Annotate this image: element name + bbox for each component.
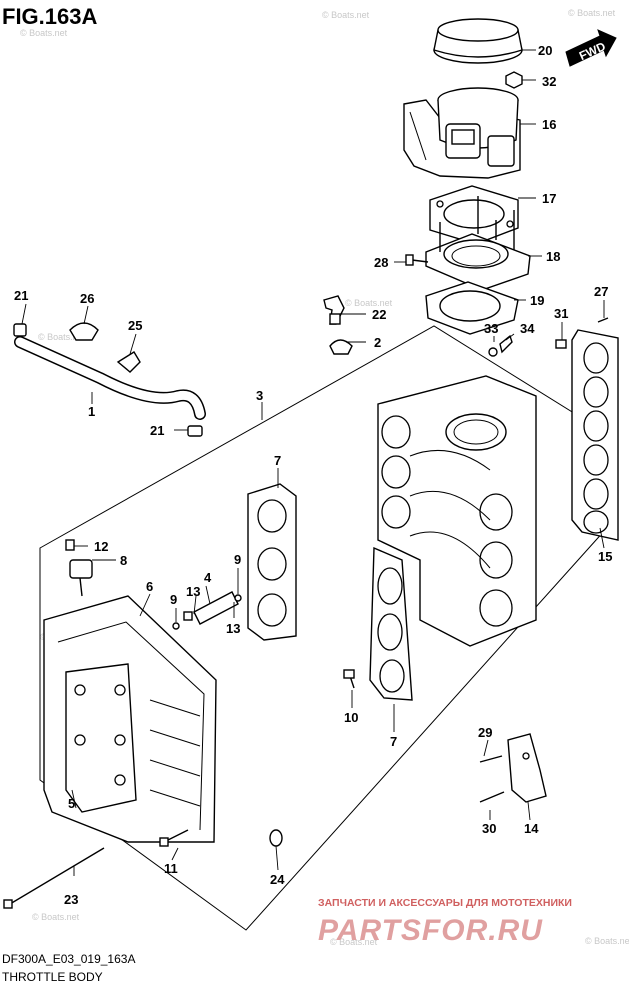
part-gasket-strip: [247, 483, 297, 641]
callout-22: 22: [372, 307, 386, 322]
leader-lines: [21, 49, 605, 876]
part-adapter: [425, 196, 531, 291]
part-bracket-small: [116, 351, 141, 373]
part-pin: [555, 339, 567, 349]
callout-5: 5: [68, 796, 75, 811]
callout-9: 9: [234, 552, 241, 567]
watermark-boats: © Boats.net: [20, 28, 68, 38]
callout-7: 7: [274, 453, 281, 468]
callout-15: 15: [598, 549, 612, 564]
fwd-label: FWD: [577, 39, 608, 63]
part-bolt: [405, 254, 429, 266]
part-gasket-lower: [425, 281, 519, 335]
promo-watermark: ЗАПЧАСТИ И АКСЕССУАРЫ ДЛЯ МОТОТЕХНИКИ: [318, 897, 572, 909]
part-o-ring: [172, 622, 180, 630]
part-clip: [499, 334, 513, 354]
part-bracket: [507, 733, 547, 803]
watermark-boats: © Boats.net: [322, 10, 370, 20]
callout-21: 21: [14, 288, 28, 303]
watermark-boats: © Boats.net: [345, 298, 393, 308]
callout-16: 16: [542, 117, 556, 132]
callout-9: 9: [170, 592, 177, 607]
callout-30: 30: [482, 821, 496, 836]
callout-7: 7: [390, 734, 397, 749]
part-holder: [69, 322, 99, 341]
callout-4: 4: [204, 570, 212, 585]
callout-20: 20: [538, 43, 552, 58]
callout-11: 11: [164, 861, 178, 876]
callout-6: 6: [146, 579, 153, 594]
part-bolt: [479, 755, 503, 763]
part-screw: [65, 539, 75, 551]
callout-12: 12: [94, 539, 108, 554]
callout-2: 2: [374, 335, 381, 350]
part-clamp: [13, 323, 27, 337]
part-washer: [488, 347, 498, 357]
callout-14: 14: [524, 821, 539, 836]
watermark-boats: © Boats.net: [330, 937, 378, 947]
diagram-code: DF300A_E03_019_163A: [2, 952, 135, 966]
watermark-boats: © Boats.net: [585, 936, 629, 946]
part-pipe: [193, 591, 239, 625]
part-intake-gasket: [571, 329, 619, 541]
part-collar: [183, 611, 193, 621]
watermark-boats: © Boats.net: [32, 912, 80, 922]
callout-labels: 20 32 16 17 18 19 28 22 2 33 34 27 31 15…: [14, 43, 612, 907]
part-gasket-strip: [369, 546, 413, 701]
callout-1: 1: [88, 404, 95, 419]
callout-17: 17: [542, 191, 556, 206]
brand-watermark: PARTSFOR.RU: [318, 914, 543, 947]
part-bolt: [159, 829, 189, 847]
part-cap: [329, 339, 353, 355]
part-plug: [269, 829, 283, 847]
figure-title: FIG.163A: [2, 4, 97, 29]
callout-3: 3: [256, 388, 263, 403]
callout-33: 33: [484, 321, 498, 336]
diagram-caption: THROTTLE BODY: [2, 970, 103, 984]
watermark-boats: © Boats.net: [38, 332, 86, 342]
part-stud: [597, 317, 609, 323]
part-clamp: [187, 425, 203, 437]
part-nut: [505, 71, 523, 89]
callout-19: 19: [530, 293, 544, 308]
fwd-arrow-icon: FWD: [565, 29, 617, 67]
part-fitting: [323, 295, 345, 325]
part-duct-ring: [433, 18, 523, 64]
callout-31: 31: [554, 306, 568, 321]
callout-25: 25: [128, 318, 142, 333]
part-bolt: [479, 791, 505, 803]
callout-18: 18: [546, 249, 560, 264]
part-throttle-body: [403, 87, 521, 179]
callout-27: 27: [594, 284, 608, 299]
part-rod: [9, 847, 105, 905]
callout-8: 8: [120, 553, 127, 568]
callout-24: 24: [270, 872, 285, 887]
callout-26: 26: [80, 291, 94, 306]
part-sensor: [69, 559, 93, 597]
part-rod-end: [3, 899, 13, 909]
part-bolt: [343, 669, 355, 689]
callout-29: 29: [478, 725, 492, 740]
watermark-boats: © Boats.net: [568, 8, 616, 18]
callout-10: 10: [344, 710, 358, 725]
part-o-ring: [234, 594, 242, 602]
callout-21: 21: [150, 423, 164, 438]
callout-32: 32: [542, 74, 556, 89]
callout-13: 13: [226, 621, 240, 636]
callout-23: 23: [64, 892, 78, 907]
callout-13: 13: [186, 584, 200, 599]
part-hose: [14, 336, 206, 420]
callout-34: 34: [520, 321, 535, 336]
part-intake-manifold: [377, 375, 537, 647]
callout-28: 28: [374, 255, 388, 270]
